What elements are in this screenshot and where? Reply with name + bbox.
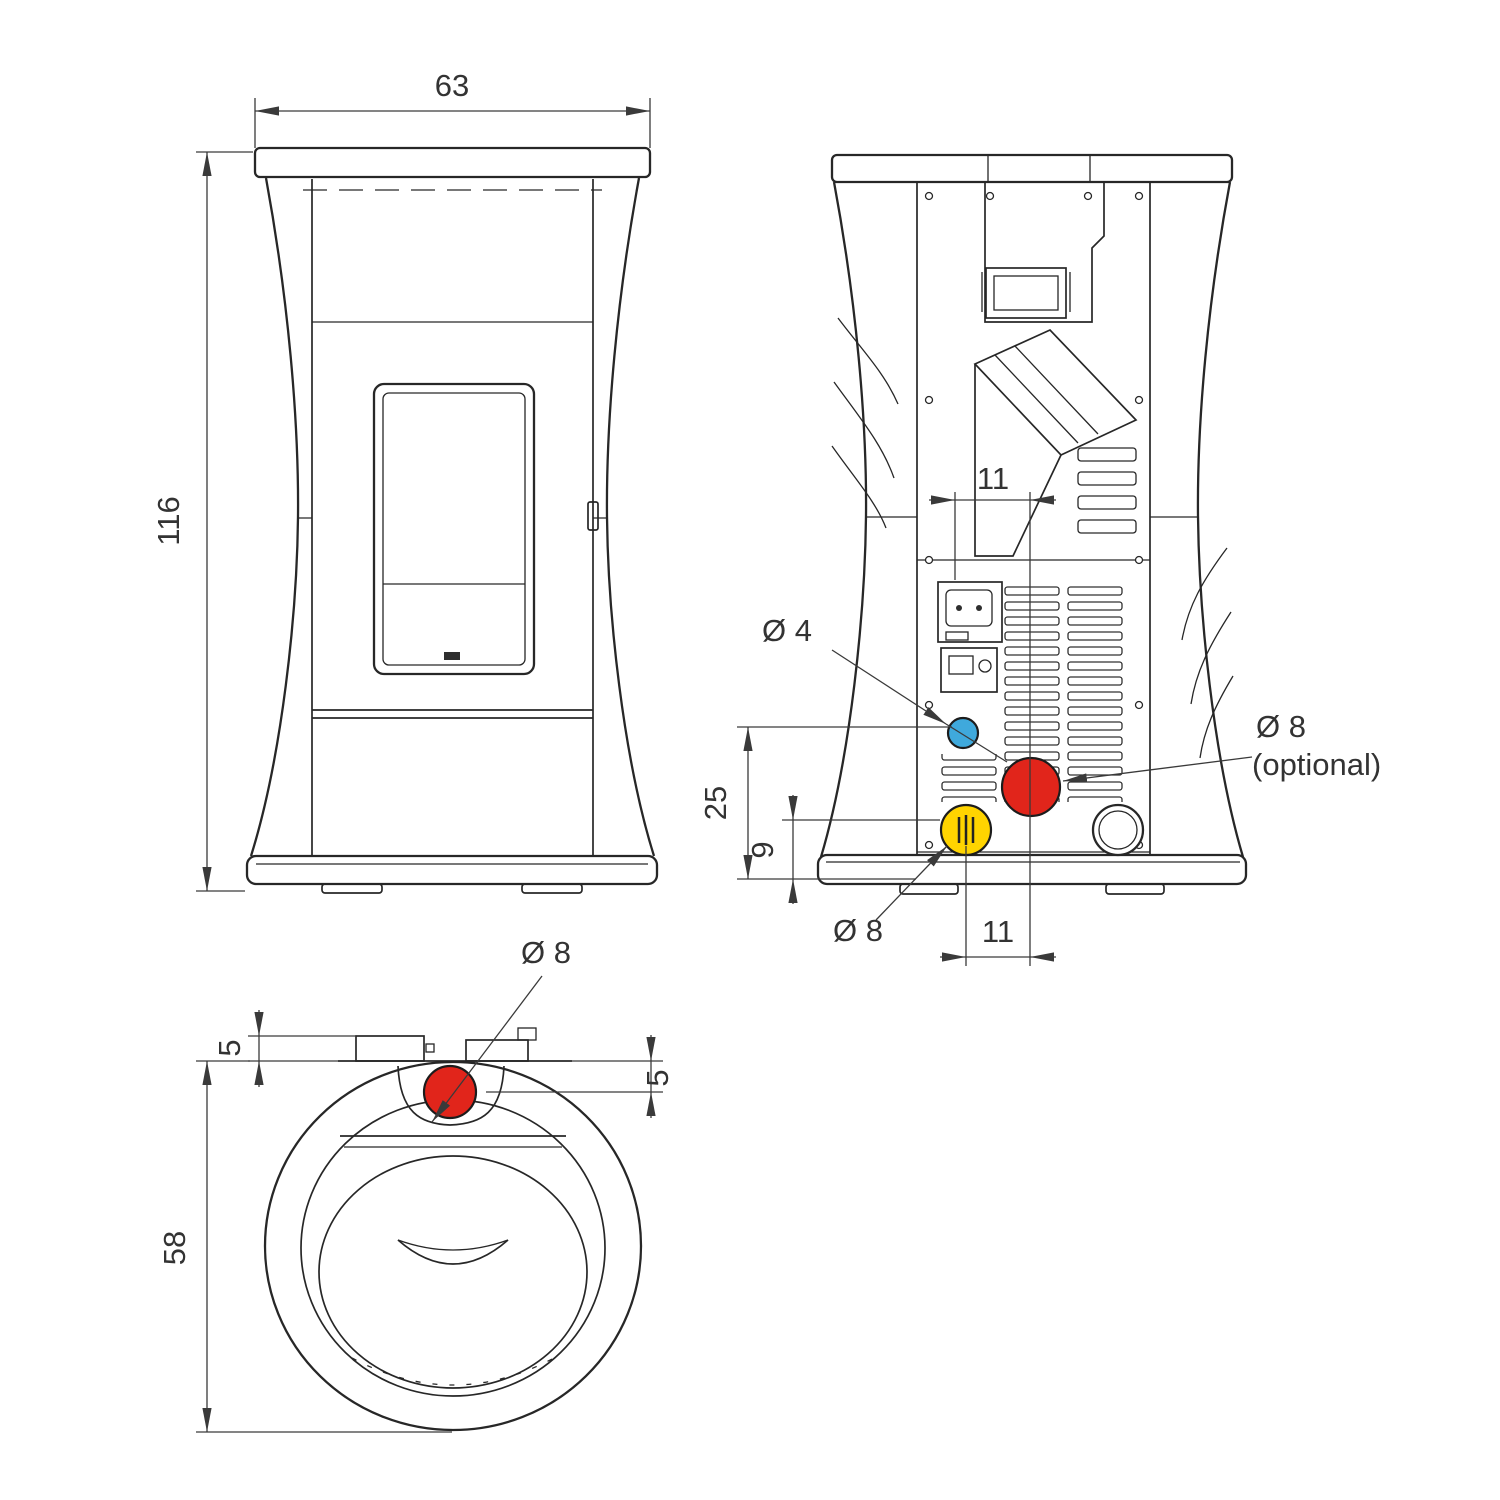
flue-assembly [981,182,1105,323]
front-foot-right [521,883,583,894]
dim-63-label: 63 [435,68,469,103]
power-socket-box [937,581,1003,643]
front-stove-outline [245,146,659,894]
rear-9-dimension: 9 [745,795,940,904]
label-dia4: Ø 4 [762,613,812,648]
rear-vent-grid-small [938,754,1000,802]
top-5-left-dimension: 5 [212,1010,356,1087]
top-outer-body [263,1060,643,1432]
dim-116-label: 116 [151,496,186,545]
front-height-dimension: 116 [151,151,253,892]
front-foot-left [321,883,383,894]
dim-11-top-label: 11 [977,461,1009,496]
front-width-dimension: 63 [254,68,651,148]
label-dia8-optional: Ø 8 [1256,709,1306,744]
dim-9-label: 9 [745,841,780,858]
rear-leaders: Ø 4 Ø 8 (optional) Ø 8 [762,613,1381,948]
label-dia8-top: Ø 8 [521,935,571,970]
dim-11-bottom-label: 11 [982,914,1014,949]
rear-25-dimension: 25 [698,726,952,880]
yellow-outlet-grille [957,815,975,845]
front-top-plate [253,146,652,179]
air-intake-blue-circle [946,716,980,750]
label-dia8-rear: Ø 8 [833,913,883,948]
top-depth-dimension: 58 [157,1060,452,1433]
rear-stove-outline [816,153,1248,895]
rear-top-offset-dimension: 11 [929,461,1056,505]
centerlines [954,492,1031,966]
rear-foot-right [1105,883,1165,895]
door-handle [587,501,599,531]
label-dia8-optional-note: (optional) [1252,747,1381,782]
top-leader: Ø 8 [431,935,571,1123]
top-lid [318,1155,588,1389]
flue-outlet-red-circle-optional [1000,756,1062,818]
top-5-right-dimension: 5 [486,1035,675,1118]
air-chute [973,328,1138,557]
top-tab-left [355,1035,425,1062]
power-switch-box [940,647,998,693]
rear-view: 11 25 9 11 Ø 4 Ø 8 (opt [698,153,1381,966]
electrical-panel [937,581,1003,693]
dim-25-label: 25 [698,786,733,820]
screw-dots [924,191,1144,850]
rear-top-plate [830,153,1234,184]
rear-foot-left [899,883,959,895]
rear-bottom-offset-dimension: 11 [940,914,1056,962]
side-vent-slots [1077,447,1137,534]
dim-5-right-label: 5 [640,1069,675,1086]
front-door-window [372,382,536,676]
top-tab-right [465,1039,529,1062]
rear-base [816,853,1248,886]
flue-collar [985,267,1067,319]
top-view: 5 5 58 Ø 8 [157,935,675,1433]
brand-mark [444,652,460,660]
air-outlet-white-circle [1091,803,1145,857]
dim-5-top-label: 5 [212,1039,247,1056]
top-stove-outline [263,1027,643,1432]
dim-58-label: 58 [157,1231,192,1265]
front-base [245,854,659,886]
flue-pocket [397,1065,505,1126]
front-view: 63 116 [151,68,659,894]
